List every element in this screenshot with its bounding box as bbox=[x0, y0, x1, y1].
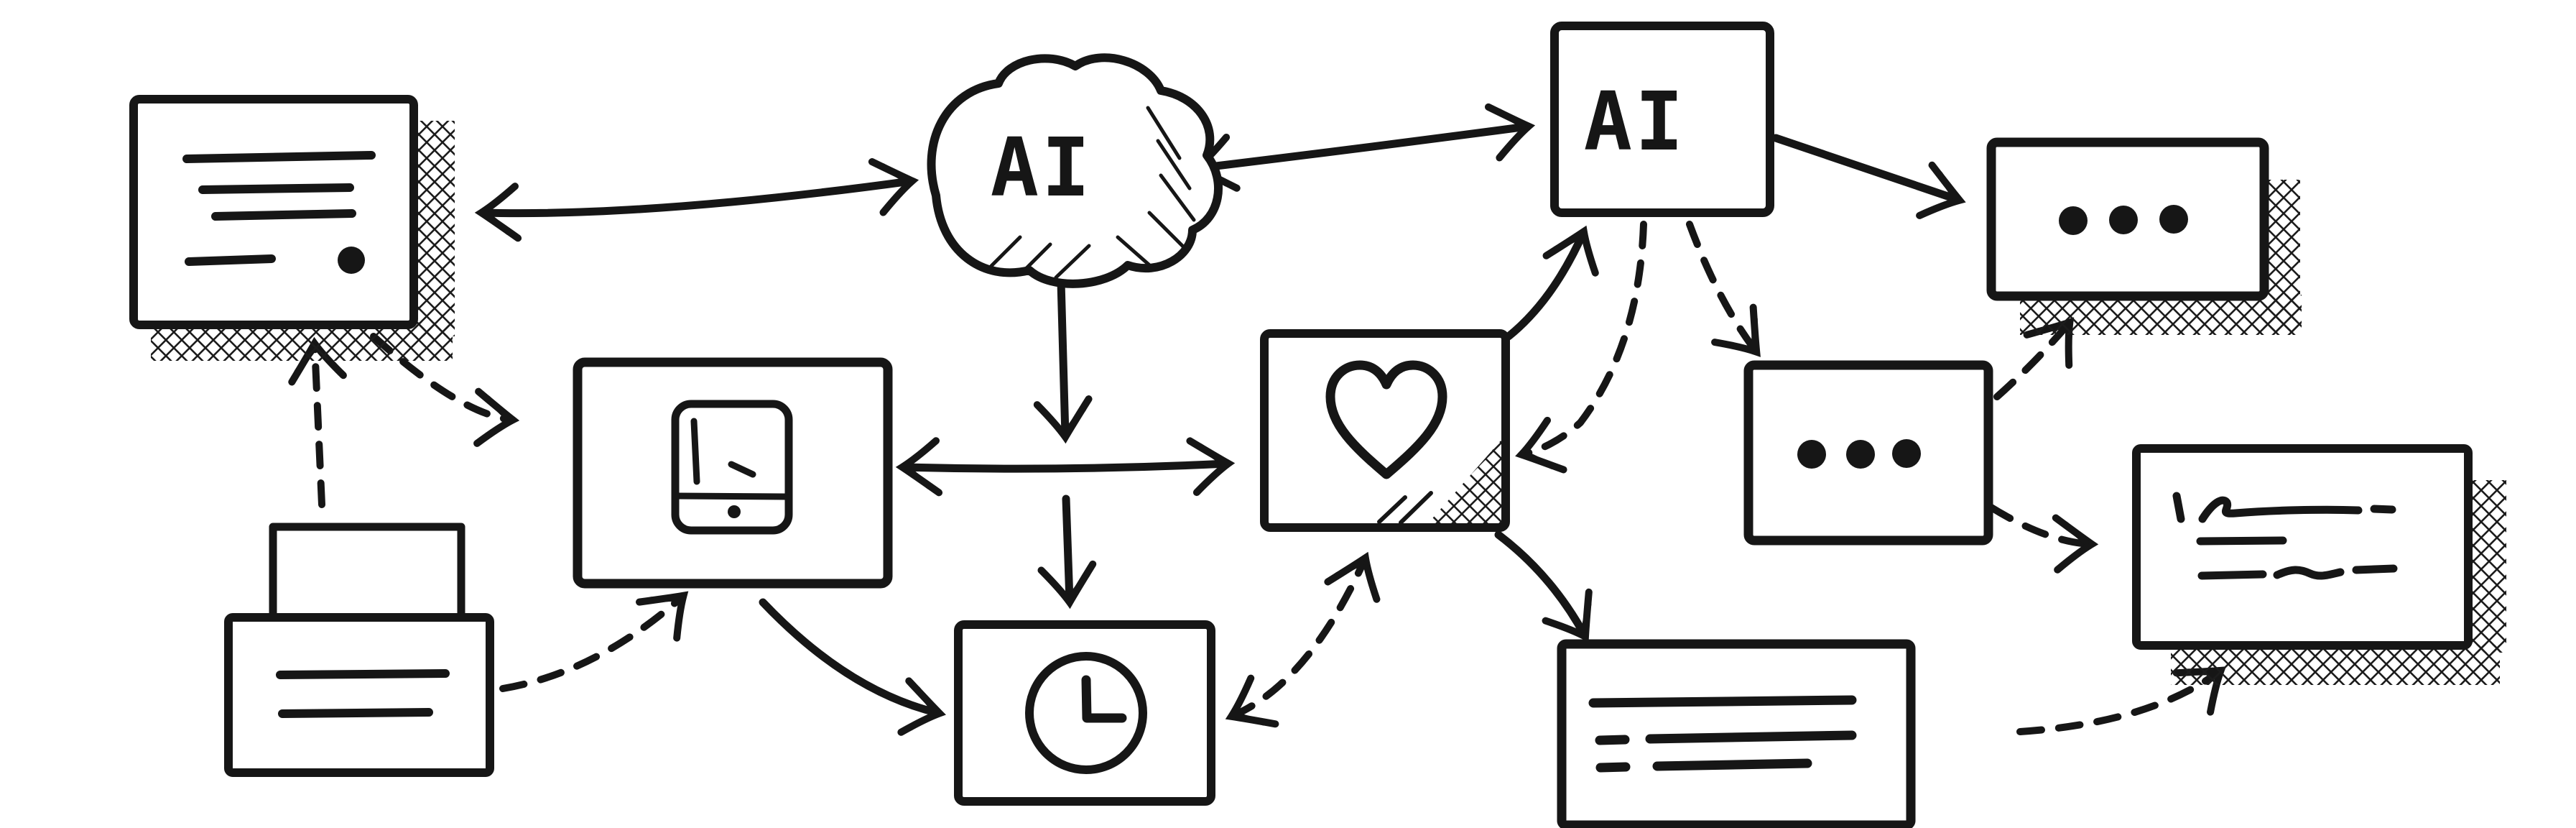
heart-icon bbox=[1325, 360, 1447, 479]
ellipsis-icon bbox=[1797, 439, 1921, 469]
edge-tablet-heart bbox=[895, 437, 1236, 497]
dashed-edges bbox=[288, 221, 2226, 735]
document-lines-icon bbox=[182, 151, 376, 266]
edge-report-card-tablet bbox=[370, 333, 520, 447]
cloud-pen-hatch bbox=[989, 106, 1196, 280]
node-printer bbox=[224, 523, 494, 777]
edge-console-note bbox=[2016, 666, 2226, 735]
shadow-right bbox=[2468, 480, 2506, 653]
node-dots-top bbox=[1986, 137, 2302, 335]
edge-printer-report-card bbox=[288, 336, 347, 508]
home-button bbox=[728, 505, 741, 518]
corner-hatch-strays bbox=[1377, 491, 1433, 525]
text-lines-icon bbox=[1588, 695, 1857, 773]
node-console bbox=[1557, 639, 1916, 828]
node-note bbox=[2132, 444, 2506, 685]
edge-ai-cloud-ai-chip bbox=[1190, 103, 1536, 192]
edge-clock-heart bbox=[1225, 551, 1381, 728]
clock-hands bbox=[1081, 675, 1127, 723]
ai-chip-label: AI bbox=[1584, 75, 1687, 169]
edge-printer-tablet bbox=[499, 591, 689, 692]
ellipsis-icon bbox=[2059, 205, 2188, 235]
edge-heart-console bbox=[1494, 530, 1593, 643]
node-dots-mid bbox=[1743, 360, 1993, 546]
chip-outline bbox=[1550, 22, 1774, 217]
edge-junction-clock bbox=[1037, 494, 1097, 610]
document-dot bbox=[338, 247, 365, 274]
printer-icon bbox=[224, 523, 494, 777]
edge-dots-mid-note bbox=[1988, 504, 2099, 574]
edge-heart-ai-chip bbox=[1504, 225, 1599, 341]
box-outline bbox=[2132, 444, 2473, 650]
edge-ai-chip-dots-mid bbox=[1686, 221, 1761, 357]
edge-report-card-ai-cloud bbox=[474, 158, 919, 242]
shadow-bottom bbox=[2020, 295, 2302, 335]
printer-body bbox=[224, 613, 494, 777]
node-report-card bbox=[129, 95, 455, 361]
corner-hatch bbox=[1428, 440, 1501, 523]
clock-icon bbox=[1025, 652, 1147, 774]
ai-cloud-label: AI bbox=[991, 121, 1093, 215]
scribble-note-icon bbox=[2172, 492, 2398, 580]
box-outline bbox=[1260, 329, 1510, 532]
shadow-right bbox=[416, 121, 455, 336]
node-ai-chip: AI bbox=[1550, 22, 1774, 217]
edge-ai-cloud-junction bbox=[1033, 277, 1093, 444]
printer-tray bbox=[269, 523, 465, 623]
edge-tablet-clock bbox=[759, 598, 946, 736]
solid-edges bbox=[474, 103, 1966, 736]
tablet-icon bbox=[671, 400, 793, 535]
node-heart bbox=[1260, 329, 1510, 532]
node-tablet bbox=[573, 357, 893, 589]
node-clock bbox=[954, 620, 1215, 806]
cloud-outline bbox=[927, 53, 1223, 288]
node-ai-cloud: AI bbox=[927, 53, 1223, 288]
shadow-bottom bbox=[2171, 645, 2500, 685]
edge-ai-chip-dots-top bbox=[1771, 134, 1966, 219]
edge-ai-chip-heart bbox=[1515, 221, 1647, 474]
